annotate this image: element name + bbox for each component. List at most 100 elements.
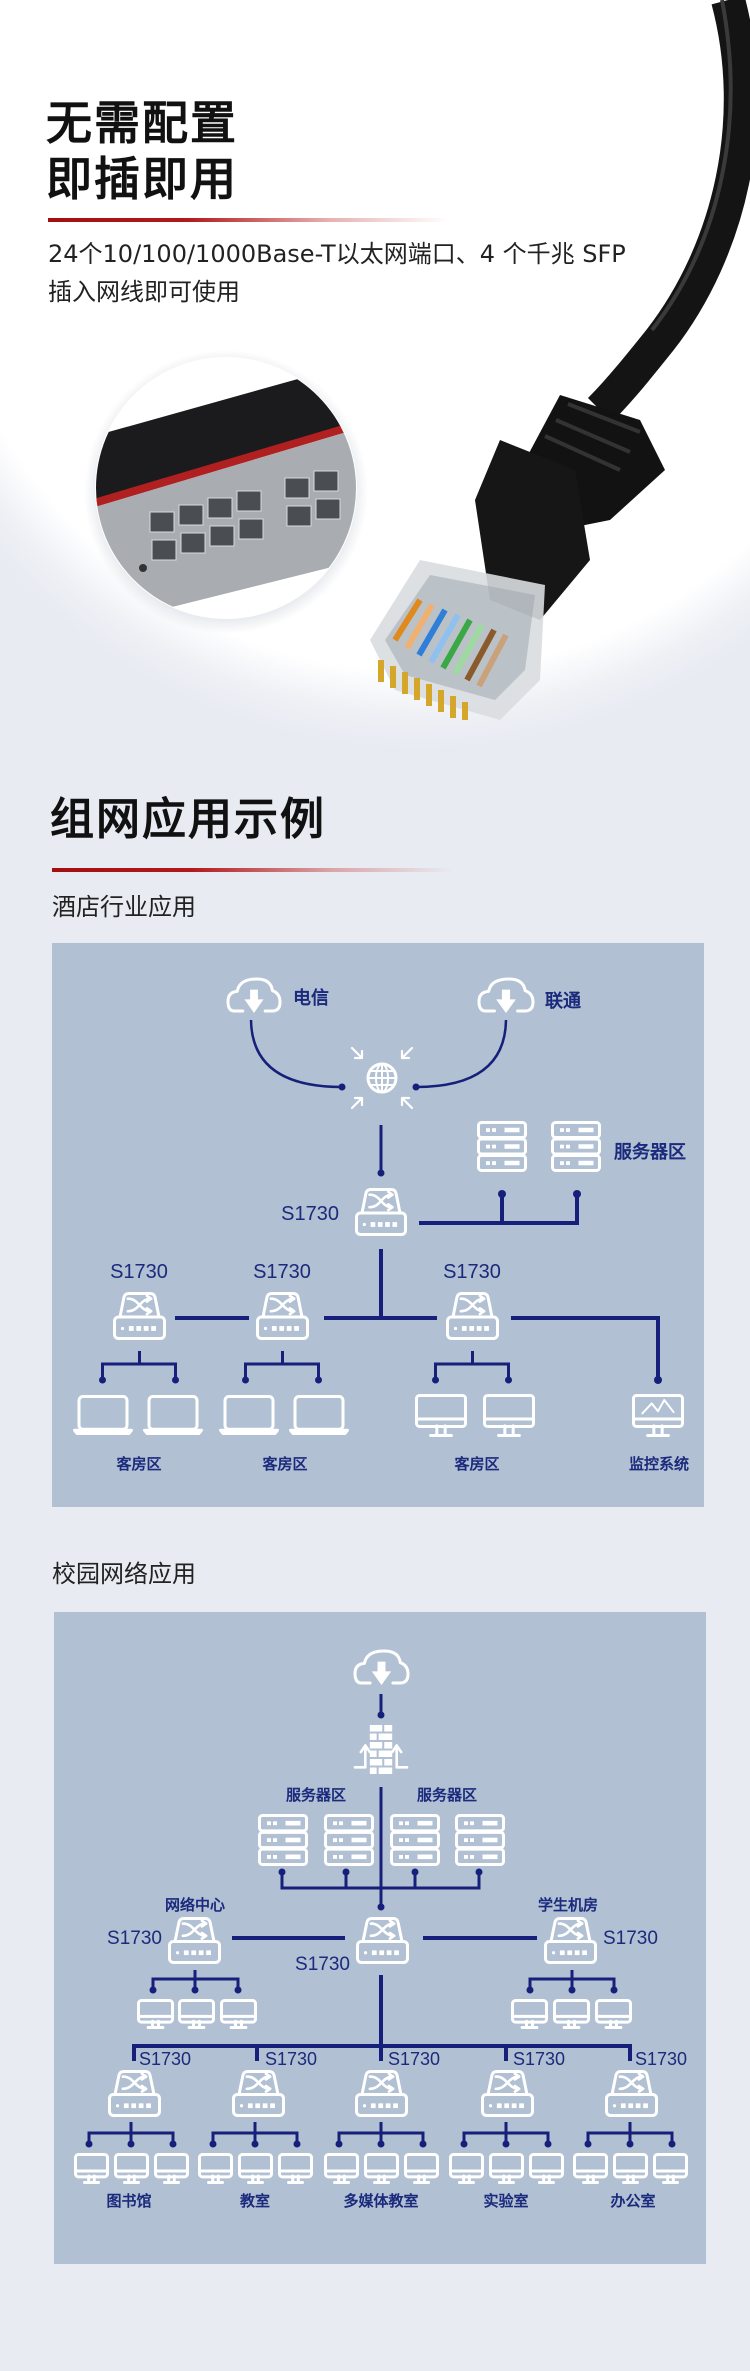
hero-accent-bar	[48, 218, 448, 222]
switch-model: S1730	[139, 2049, 191, 2069]
hero-title-line-1: 无需配置	[46, 96, 238, 150]
link-line	[87, 2122, 175, 2144]
link-node-dot	[626, 2140, 634, 2148]
globe-internet-icon	[350, 1046, 414, 1110]
desktop-monitor-icon	[613, 2153, 648, 2184]
server-stack-icon	[477, 1121, 527, 1172]
link-node-dot	[99, 1376, 106, 1384]
desktop-monitor-icon	[415, 1394, 467, 1437]
link-node-dot	[85, 2140, 93, 2148]
switch-icon	[113, 1292, 166, 1340]
switch-photo	[84, 350, 368, 634]
hero-product-art	[84, 0, 750, 720]
isp-label-telecom: 电信	[293, 987, 329, 1009]
link-line	[586, 2122, 674, 2144]
switch-icon	[446, 1292, 499, 1340]
switch-icon	[356, 1917, 409, 1964]
switch-icon	[544, 1917, 597, 1964]
link-node-dot	[610, 1986, 618, 1994]
hero-description-line-2: 插入网线即可使用	[48, 278, 240, 306]
desktop-monitor-icon	[573, 2153, 608, 2184]
campus-heading: 校园网络应用	[52, 1560, 196, 1588]
link-node-dot	[377, 1169, 385, 1177]
link-node-dot	[191, 1986, 199, 1994]
switch-model: S1730	[110, 1261, 168, 1283]
desktop-monitor-icon	[489, 2153, 524, 2184]
desktop-monitor-icon	[74, 2153, 109, 2184]
link-node-dot	[568, 1986, 576, 1994]
desktop-monitor-icon	[595, 1999, 632, 2029]
student-lab-label: 学生机房	[538, 1896, 598, 1914]
switch-model: S1730	[253, 1261, 311, 1283]
cloud-download-icon	[477, 977, 535, 1013]
desktop-monitor-icon	[137, 1999, 174, 2029]
link-node-dot	[654, 1376, 662, 1384]
link-node-dot	[377, 1903, 385, 1911]
link-line	[415, 1019, 508, 1089]
link-node-dot	[502, 2140, 510, 2148]
core-switch-model: S1730	[295, 1954, 350, 1975]
desktop-monitor-icon	[238, 2153, 273, 2184]
switch-model: S1730	[388, 2049, 440, 2069]
server-stack-icon	[551, 1121, 601, 1172]
laptop-icon	[73, 1395, 133, 1435]
laptop-icon	[143, 1395, 203, 1435]
desktop-monitor-icon	[178, 1999, 215, 2029]
link-node-dot	[242, 1376, 249, 1384]
link-line	[462, 2122, 550, 2144]
link-node-dot	[419, 2140, 427, 2148]
desktop-monitor-icon	[324, 2153, 359, 2184]
link-line	[211, 2122, 299, 2144]
server-stack-icon	[390, 1814, 440, 1867]
link-node-dot	[505, 1376, 512, 1384]
link-line	[249, 1019, 343, 1089]
switch-model: S1730	[513, 2049, 565, 2069]
ethernet-cable	[370, 0, 750, 720]
desktop-monitor-icon	[529, 2153, 564, 2184]
link-node-dot	[335, 2140, 343, 2148]
link-line	[244, 1351, 320, 1380]
firewall-icon	[353, 1724, 409, 1775]
link-node-dot	[251, 2140, 259, 2148]
zone-label: 客房区	[453, 1455, 499, 1473]
link-node-dot	[411, 1868, 419, 1876]
link-line	[337, 2122, 425, 2144]
link-node-dot	[338, 1083, 346, 1091]
link-node-dot	[234, 1986, 242, 1994]
link-line	[175, 1249, 660, 1380]
switch-icon	[256, 1292, 309, 1340]
switch-icon	[168, 1917, 221, 1964]
desktop-monitor-icon	[511, 1999, 548, 2029]
converge-arrow-icon	[350, 1096, 364, 1110]
desktop-monitor-icon	[449, 2153, 484, 2184]
laptop-icon	[289, 1395, 349, 1435]
zone-label: 实验室	[483, 2192, 528, 2210]
link-node-dot	[169, 2140, 177, 2148]
link-node-dot	[526, 1986, 534, 1994]
link-node-dot	[377, 1711, 385, 1719]
core-switch-model: S1730	[281, 1203, 339, 1225]
server-stack-icon	[258, 1814, 308, 1867]
link-line	[101, 1351, 177, 1380]
link-node-dot	[475, 1868, 483, 1876]
link-node-dot	[573, 1190, 581, 1198]
surveillance-monitor-icon	[632, 1394, 684, 1437]
desktop-monitor-icon	[653, 2153, 688, 2184]
zone-label: 图书馆	[106, 2192, 151, 2210]
link-node-dot	[172, 1376, 179, 1384]
laptop-icon	[219, 1395, 279, 1435]
switch-model: S1730	[635, 2049, 687, 2069]
section-title: 组网应用示例	[50, 794, 326, 845]
zone-label: 多媒体教室	[343, 2192, 418, 2210]
switch-icon	[481, 2070, 534, 2117]
switch-icon	[355, 2070, 408, 2117]
server-zone-label: 服务器区	[286, 1786, 346, 1804]
desktop-monitor-icon	[483, 1394, 535, 1437]
link-node-dot	[544, 2140, 552, 2148]
switch-model: S1730	[107, 1928, 162, 1949]
link-line	[132, 2044, 632, 2061]
converge-arrow-icon	[400, 1046, 414, 1060]
switch-model: S1730	[603, 1928, 658, 1949]
switch-icon	[605, 2070, 658, 2117]
